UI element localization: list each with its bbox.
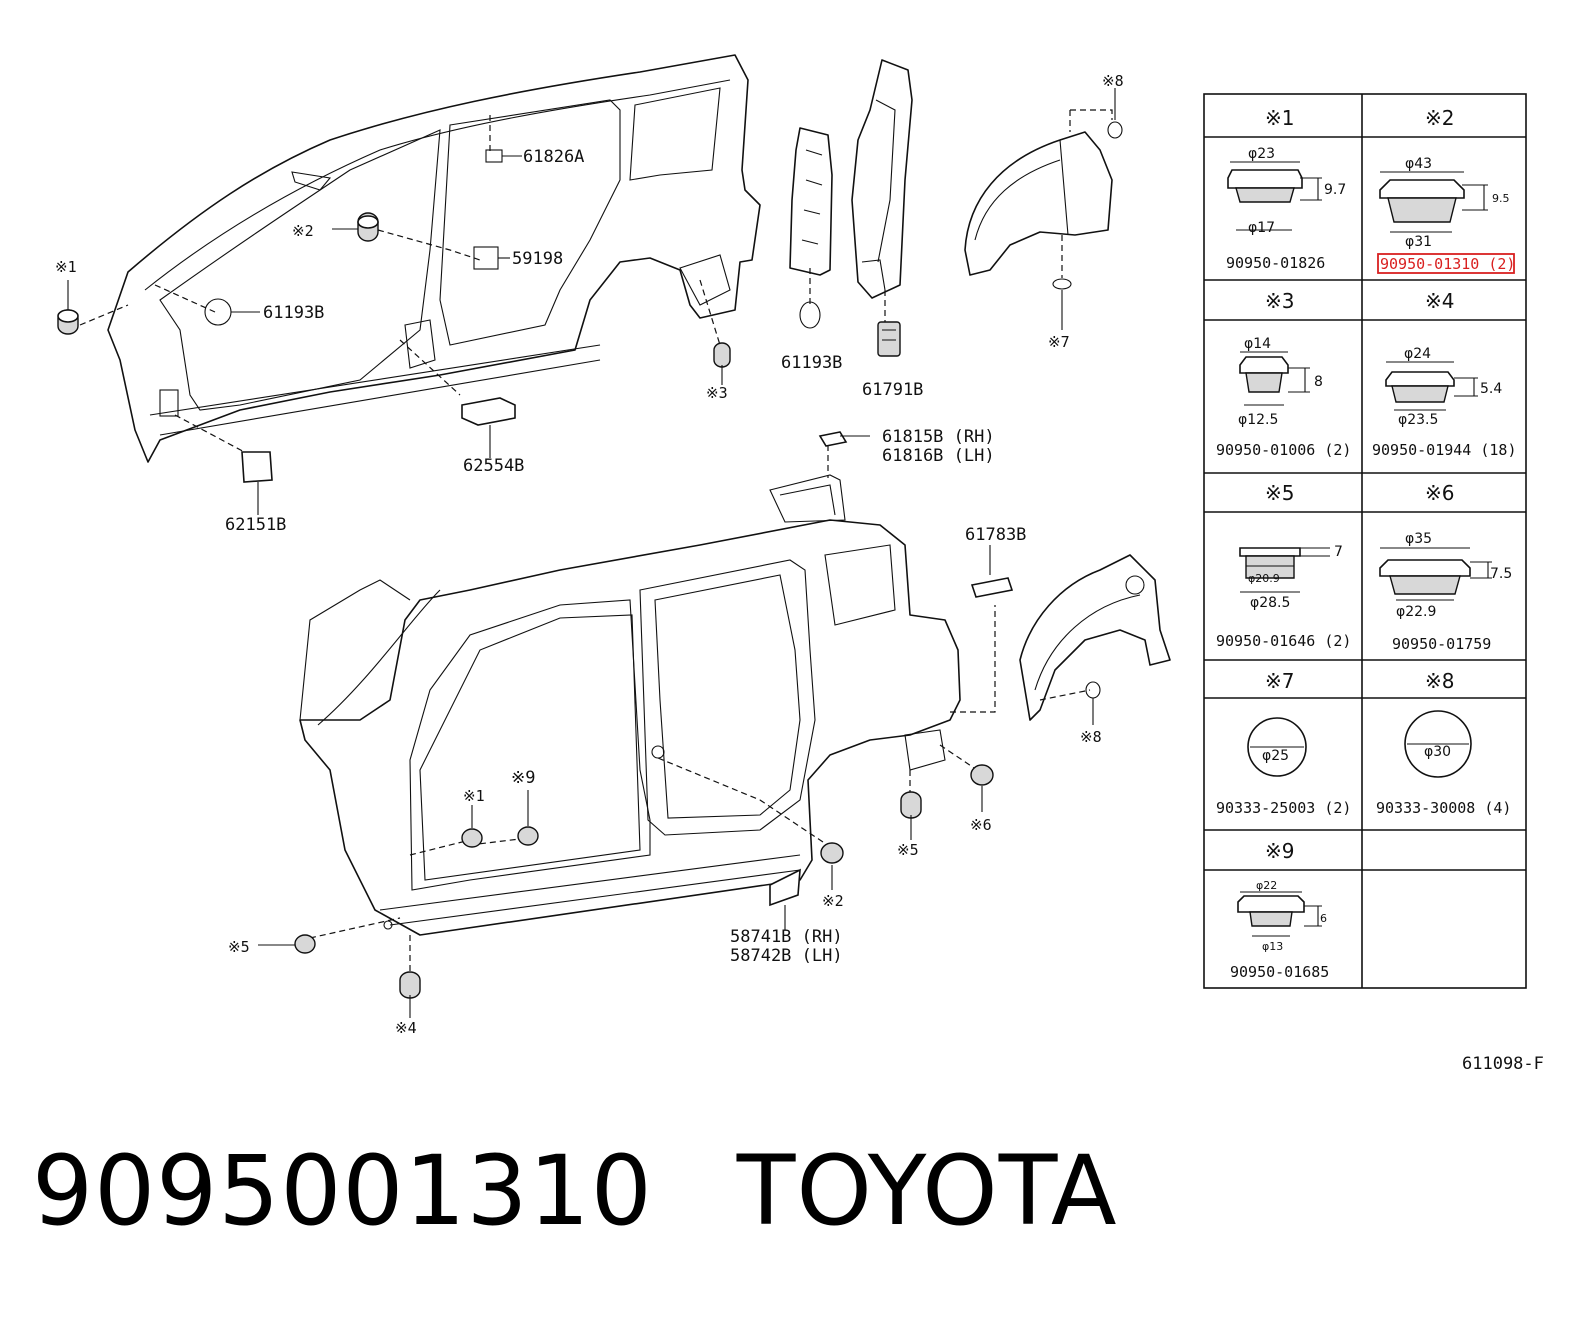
dim-9-outer: φ22 [1256, 879, 1277, 892]
highlight-box [1377, 253, 1515, 274]
fastener-8-part-number: 90333-30008 (4) [1376, 799, 1511, 817]
mark-8-upper: ※8 [1102, 72, 1124, 90]
dim-5-height: 7 [1334, 544, 1343, 560]
mark-8-lower: ※8 [1080, 728, 1102, 746]
fastener-9-drawing: φ22 6 φ13 [1237, 879, 1327, 953]
mark-3: ※3 [706, 384, 728, 402]
fastener-1-part-number: 90950-01826 [1226, 254, 1325, 272]
mark-1-upper: ※1 [55, 258, 77, 276]
fastener-9-part-number: 90950-01685 [1230, 963, 1329, 981]
callout-61826A: 61826A [523, 147, 584, 167]
callout-62151B: 62151B [225, 515, 286, 535]
callout-61816B: 61816B (LH) [882, 446, 995, 466]
fastener-2-drawing: φ43 9.5 φ31 [1379, 156, 1510, 250]
dim-5-outer: φ28.5 [1250, 595, 1290, 611]
fastener-7-part-number: 90333-25003 (2) [1216, 799, 1351, 817]
table-mark-1: ※1 [1265, 106, 1294, 130]
table-mark-9: ※9 [1265, 839, 1294, 863]
dim-2-outer: φ43 [1405, 156, 1432, 172]
mark-2-upper: ※2 [292, 222, 314, 240]
dim-3-outer: φ14 [1244, 336, 1271, 352]
dim-6-height: 7.5 [1490, 566, 1512, 582]
fastener-3-drawing: φ14 8 φ12.5 [1238, 336, 1323, 428]
dim-1-height: 9.7 [1324, 182, 1346, 198]
callout-61783B: 61783B [965, 525, 1026, 545]
fastener-table: ※1 ※2 ※3 ※4 ※5 ※6 ※7 ※8 ※9 φ23 9.7 φ17 9… [1203, 93, 1527, 989]
table-mark-3: ※3 [1265, 289, 1294, 313]
fastener-6-drawing: φ35 7.5 φ22.9 [1379, 531, 1512, 620]
mark-1-lower: ※1 [463, 787, 485, 805]
dim-4-height: 5.4 [1480, 381, 1502, 397]
fastener-4-drawing: φ24 5.4 φ23.5 [1385, 346, 1502, 428]
table-mark-5: ※5 [1265, 481, 1294, 505]
dim-8-diameter: φ30 [1424, 744, 1451, 760]
dim-1-inner: φ17 [1248, 220, 1275, 236]
outer-side-panel-lower [258, 431, 1171, 1018]
dim-4-inner: φ23.5 [1398, 412, 1438, 428]
callout-61193B-mid: 61193B [781, 353, 842, 373]
callout-59198: 59198 [512, 249, 563, 269]
dim-3-inner: φ12.5 [1238, 412, 1278, 428]
mark-5-right: ※5 [897, 841, 919, 859]
callout-labels: 61826A 59198 61193B 62554B 62151B 61193B… [55, 72, 1124, 1037]
table-mark-8: ※8 [1425, 669, 1454, 693]
table-mark-2: ※2 [1425, 106, 1454, 130]
callout-61193B-left: 61193B [263, 303, 324, 323]
table-mark-6: ※6 [1425, 481, 1454, 505]
dim-6-inner: φ22.9 [1396, 604, 1436, 620]
fastener-7-drawing: φ25 [1247, 717, 1307, 777]
fastener-6-part-number: 90950-01759 [1392, 635, 1491, 653]
dim-9-inner: φ13 [1262, 940, 1283, 953]
fastener-4-part-number: 90950-01944 (18) [1372, 441, 1517, 459]
mark-9: ※9 [511, 768, 535, 788]
caption-brand: TOYOTA [736, 1135, 1118, 1247]
dim-3-height: 8 [1314, 374, 1323, 390]
mark-6: ※6 [970, 816, 992, 834]
mark-4: ※4 [395, 1019, 417, 1037]
fastener-1-drawing: φ23 9.7 φ17 [1227, 146, 1346, 236]
mark-2-lower: ※2 [822, 892, 844, 910]
table-mark-4: ※4 [1425, 289, 1454, 313]
fastener-5-drawing: 7 φ20.9 φ28.5 [1239, 544, 1343, 611]
mark-7: ※7 [1048, 333, 1070, 351]
dim-6-outer: φ35 [1405, 531, 1432, 547]
callout-58741B: 58741B (RH) [730, 927, 843, 947]
mark-5-left: ※5 [228, 938, 250, 956]
fastener-8-drawing: φ30 [1404, 710, 1472, 778]
callout-61815B: 61815B (RH) [882, 427, 995, 447]
fastener-5-part-number: 90950-01646 (2) [1216, 632, 1351, 650]
fastener-3-part-number: 90950-01006 (2) [1216, 441, 1351, 459]
table-mark-7: ※7 [1265, 669, 1294, 693]
dim-7-diameter: φ25 [1262, 748, 1289, 764]
caption: 9095001310 TOYOTA [32, 1135, 1118, 1247]
dim-2-height: 9.5 [1492, 192, 1510, 205]
caption-part-number: 9095001310 [32, 1135, 653, 1247]
dim-9-height: 6 [1320, 912, 1327, 925]
dim-4-outer: φ24 [1404, 346, 1431, 362]
fastener-2-part-number: 90950-01310 (2) [1380, 255, 1515, 273]
inner-side-panel-upper [57, 54, 761, 515]
dim-5-inner: φ20.9 [1248, 572, 1280, 585]
callout-58742B: 58742B (LH) [730, 946, 843, 966]
callout-62554B: 62554B [463, 456, 524, 476]
callout-61791B: 61791B [862, 380, 923, 400]
wheel-house-upper [964, 88, 1123, 330]
dim-1-outer: φ23 [1248, 146, 1275, 162]
dim-2-inner: φ31 [1405, 234, 1432, 250]
diagram-code: 611098-F [1462, 1054, 1544, 1074]
pillar-parts [789, 59, 913, 357]
